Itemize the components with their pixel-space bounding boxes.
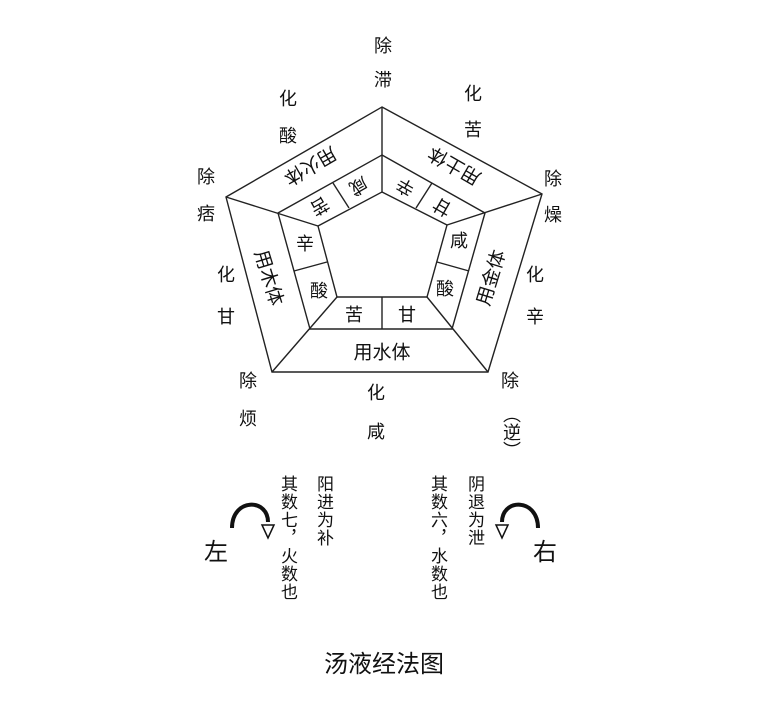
outer-label: 化 — [217, 265, 235, 286]
outer-label: 痞 — [197, 204, 215, 225]
outer-label: 化 — [367, 383, 385, 404]
cell-wood-1: 辛 — [296, 234, 314, 255]
cell-wood-2: 酸 — [310, 281, 328, 302]
inner-pentagon — [317, 191, 448, 298]
cell-divider — [415, 182, 433, 209]
clockwise-arrow-icon — [230, 502, 276, 540]
middle-pentagon — [277, 154, 486, 330]
outer-pentagon — [225, 106, 543, 373]
outer-label: 除 — [374, 36, 392, 57]
cell-divider — [436, 261, 470, 272]
spoke — [271, 296, 338, 373]
outer-label: 苦 — [464, 120, 482, 141]
cell-earth-2: 甘 — [430, 193, 456, 220]
cell-water-1: 苦 — [345, 305, 363, 326]
outer-label: 化 — [526, 265, 544, 286]
outer-label: 化 — [464, 84, 482, 105]
outer-label: 咸 — [367, 422, 385, 443]
band-earth: 用土体 — [425, 142, 485, 190]
outer-label: 除 — [239, 371, 257, 392]
outer-label: （逆） — [500, 405, 521, 459]
cell-water-2: 甘 — [398, 305, 416, 326]
outer-label: 燥 — [544, 205, 562, 226]
cell-divider — [332, 182, 350, 209]
diagram-title: 汤液经法图 — [324, 650, 444, 678]
outer-label: 滞 — [374, 70, 392, 91]
outer-label: 甘 — [217, 307, 235, 328]
outer-label: 酸 — [279, 126, 297, 147]
cell-divider — [293, 261, 328, 272]
right-text-1: 阴退为泄 — [464, 475, 484, 547]
cell-fire-1: 苦 — [306, 192, 332, 219]
right-label: 右 — [533, 538, 557, 566]
outer-label: 除 — [197, 167, 215, 188]
outer-label: 辛 — [526, 307, 544, 328]
band-water: 用水体 — [353, 342, 410, 364]
outer-label: 化 — [279, 89, 297, 110]
cell-fire-2: 咸 — [345, 172, 371, 199]
spoke — [426, 296, 489, 373]
cell-earth-1: 辛 — [393, 173, 419, 200]
cell-metal-2: 酸 — [436, 279, 454, 300]
spoke — [225, 196, 319, 227]
outer-label: 除 — [501, 371, 519, 392]
outer-label: 烦 — [239, 409, 257, 430]
left-text-2: 其数七，火数也 — [277, 475, 297, 601]
band-metal: 用金体 — [473, 247, 511, 308]
counterclockwise-arrow-icon — [494, 502, 540, 540]
outer-label: 除 — [544, 169, 562, 190]
spoke — [446, 193, 543, 226]
left-label: 左 — [204, 538, 228, 566]
band-wood: 用木体 — [250, 247, 288, 308]
right-text-2: 其数六，水数也 — [427, 475, 447, 601]
cell-metal-1: 咸 — [450, 231, 468, 252]
left-text-1: 阳进为补 — [313, 475, 333, 547]
